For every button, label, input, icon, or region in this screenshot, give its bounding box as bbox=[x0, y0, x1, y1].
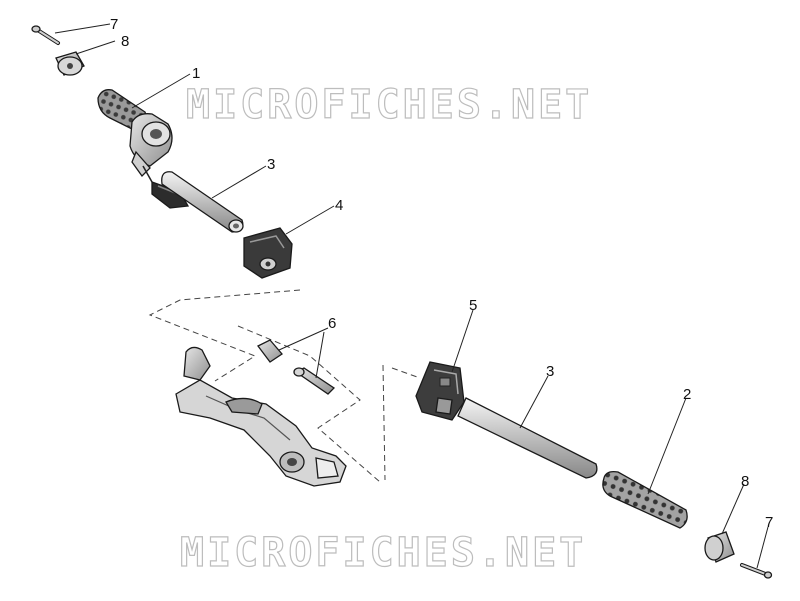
callout-1: 1 bbox=[192, 65, 200, 82]
callout-3-bottom: 3 bbox=[546, 363, 554, 380]
switch-housing-part-5 bbox=[415, 361, 465, 421]
throttle-grip-part-1 bbox=[97, 89, 190, 209]
handlebar-mounting-bracket bbox=[175, 346, 347, 487]
watermark-bottom: MICROFICHES.NET bbox=[180, 530, 586, 576]
bolts-part-6 bbox=[257, 339, 336, 395]
bar-end-weight-part-8-bottom bbox=[704, 531, 735, 563]
bar-end-weight-part-8-top bbox=[55, 51, 85, 76]
tube-part-3-bottom bbox=[457, 397, 598, 479]
watermark-top: MICROFICHES.NET bbox=[186, 82, 592, 128]
callout-7-bottom: 7 bbox=[765, 514, 773, 531]
callout-6: 6 bbox=[328, 315, 336, 332]
callout-8-top: 8 bbox=[121, 33, 129, 50]
switch-housing-part-4 bbox=[243, 227, 293, 279]
callout-8-bottom: 8 bbox=[741, 473, 749, 490]
leader-lines bbox=[54, 23, 769, 569]
callout-7-top: 7 bbox=[110, 16, 118, 33]
callout-4: 4 bbox=[335, 197, 343, 214]
callout-5: 5 bbox=[469, 297, 477, 314]
callout-labels: 7 8 1 3 4 6 5 3 2 8 7 bbox=[110, 16, 773, 531]
tube-part-3-top bbox=[161, 171, 244, 233]
bolt-part-7-top bbox=[31, 25, 60, 45]
assembly-lines bbox=[148, 289, 421, 483]
grip-part-2 bbox=[602, 470, 688, 529]
callout-3-top: 3 bbox=[267, 156, 275, 173]
callout-2: 2 bbox=[683, 386, 691, 403]
bolt-part-7-bottom bbox=[740, 563, 773, 579]
